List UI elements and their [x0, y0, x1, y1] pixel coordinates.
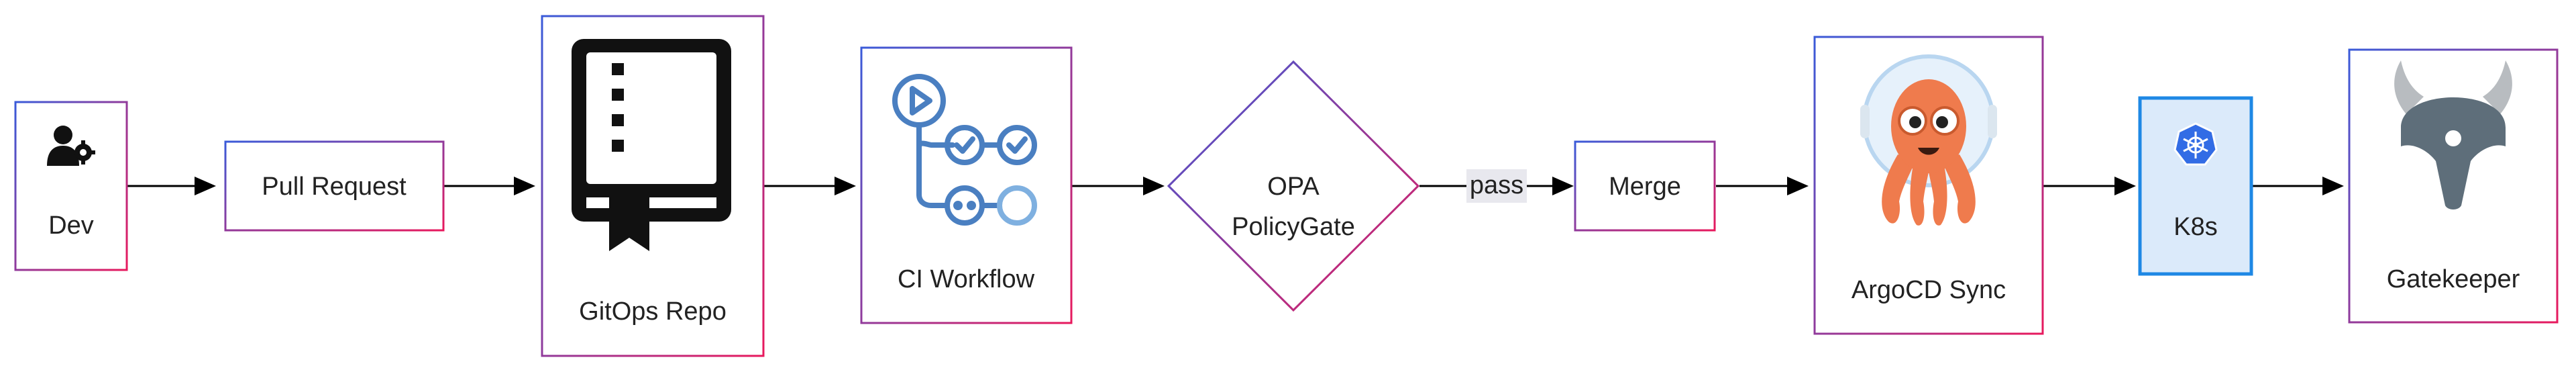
node-dev[interactable]: Dev — [14, 101, 128, 271]
node-pull-request-label: Pull Request — [262, 173, 407, 201]
edge-repo-to-ci-head — [835, 177, 856, 195]
node-gatekeeper-label: Gatekeeper — [2387, 265, 2520, 293]
pass-label-bg — [1466, 169, 1527, 203]
node-merge-label: Merge — [1609, 173, 1681, 201]
node-policy-gate-label-line1: OPA — [1267, 173, 1320, 201]
edge-argo-to-k8s-head — [2114, 177, 2136, 195]
node-gitops-repo-label: GitOps Repo — [579, 297, 727, 326]
node-dev-label: Dev — [48, 212, 94, 240]
edge-gate-to-merge-head — [1552, 177, 1574, 195]
node-dev-box — [14, 101, 128, 271]
node-argocd-sync[interactable]: ArgoCD Sync — [1813, 36, 2044, 335]
edge-dev-to-pr-head — [195, 177, 216, 195]
edge-merge-to-argo-head — [1787, 177, 1809, 195]
node-pull-request-box — [224, 140, 445, 232]
node-policy-gate-diamond — [1167, 60, 1420, 312]
node-ci-workflow-label: CI Workflow — [898, 265, 1035, 293]
node-ci-workflow[interactable]: CI Workflow — [860, 46, 1073, 324]
gatekeeper-viking-icon — [2394, 60, 2512, 209]
edge-pr-to-repo-head — [514, 177, 535, 195]
node-k8s-label: K8s — [2174, 213, 2217, 241]
edges: pass — [127, 169, 2344, 203]
edge-ci-to-gate-head — [1143, 177, 1165, 195]
node-gatekeeper[interactable]: Gatekeeper — [2348, 48, 2559, 324]
user-gear-icon — [47, 126, 95, 166]
node-policy-gate-label-line2: PolicyGate — [1232, 213, 1355, 241]
node-pull-request[interactable]: Pull Request — [224, 140, 445, 232]
kubernetes-helm-icon — [2174, 122, 2218, 166]
node-merge-box — [1574, 140, 1716, 232]
pass-label: pass — [1470, 171, 1523, 199]
node-argocd-sync-label: ArgoCD Sync — [1851, 276, 2006, 304]
node-k8s[interactable]: K8s — [2138, 96, 2253, 276]
edge-k8s-to-gatekeeper-head — [2322, 177, 2344, 195]
node-merge[interactable]: Merge — [1574, 140, 1716, 232]
book-icon — [572, 39, 731, 251]
github-actions-icon — [892, 74, 1037, 226]
node-gitops-repo[interactable]: GitOps Repo — [541, 15, 765, 357]
argo-octopus-icon — [1860, 54, 1997, 226]
node-policy-gate[interactable]: OPA PolicyGate — [1167, 60, 1420, 312]
